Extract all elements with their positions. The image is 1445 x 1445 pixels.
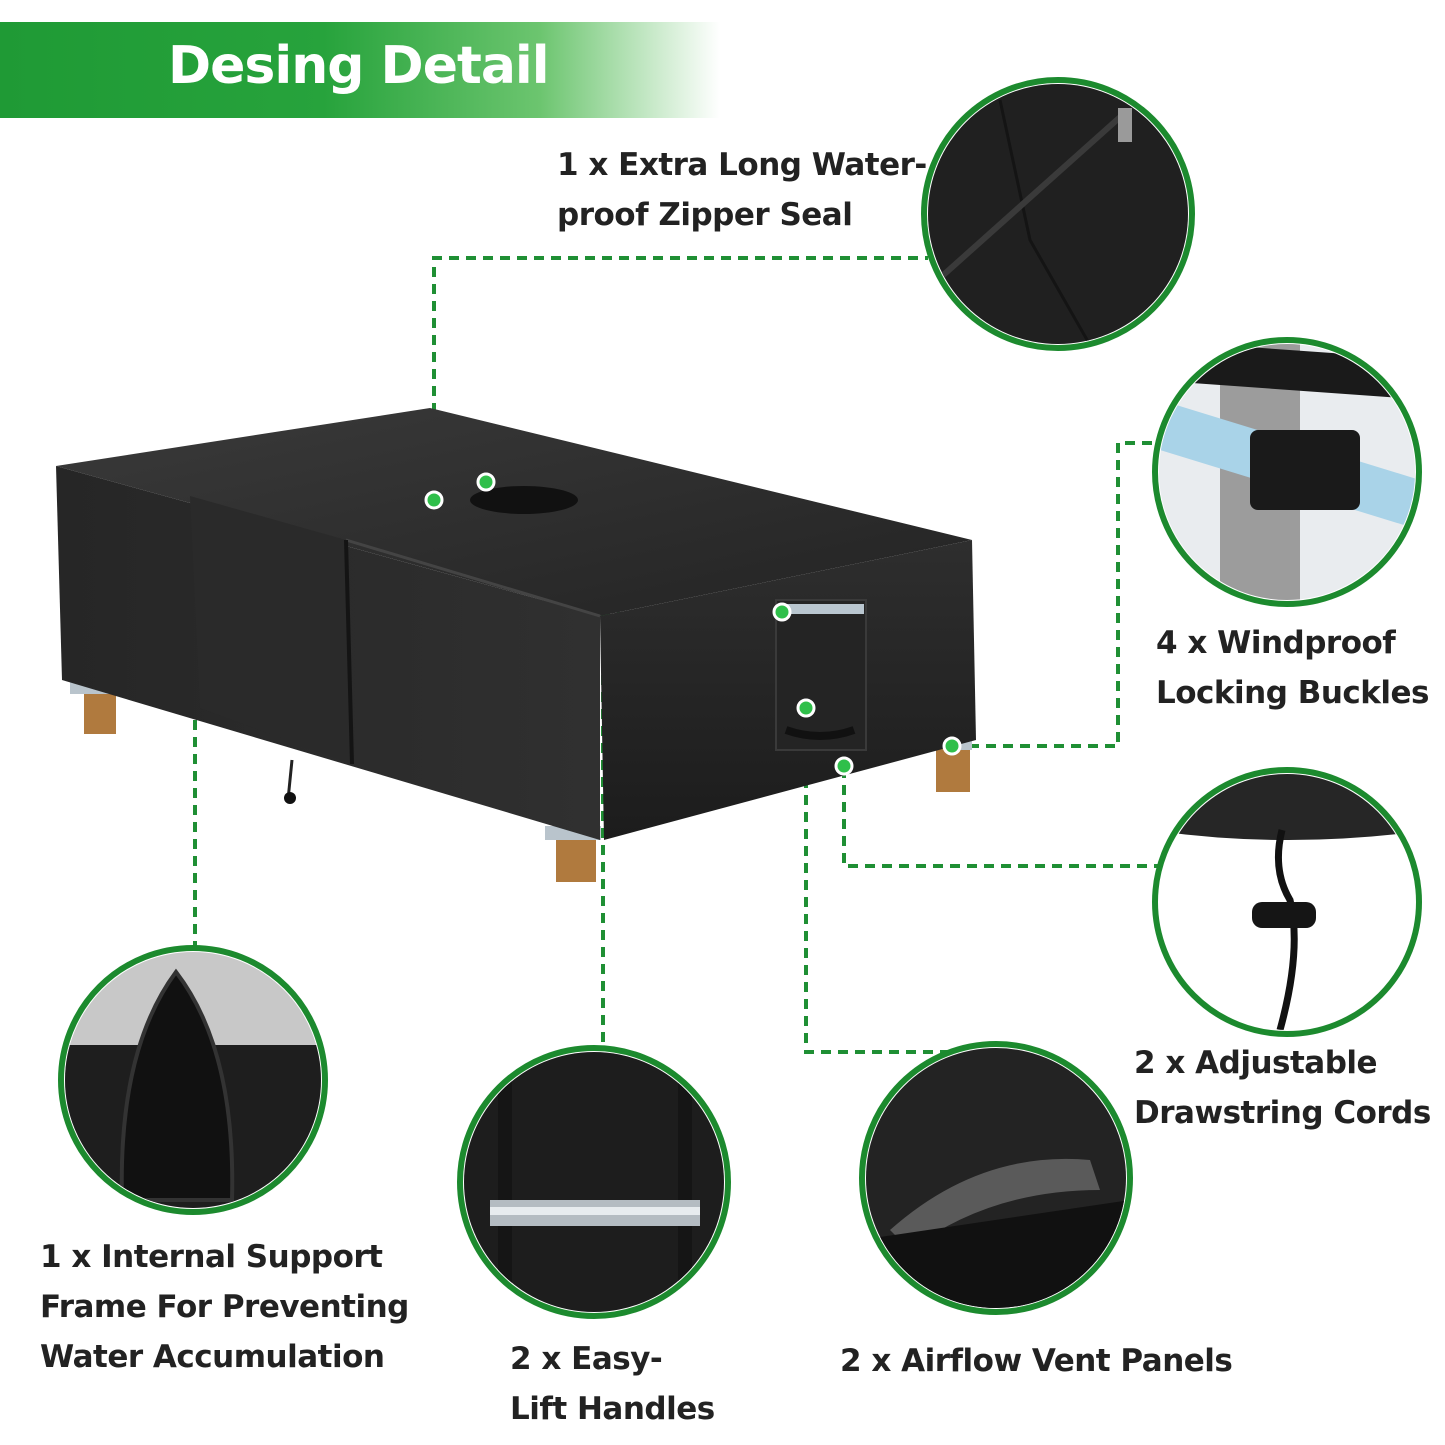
vent-connector bbox=[804, 710, 958, 1054]
header-banner bbox=[0, 22, 720, 118]
vent-icon bbox=[890, 1158, 1100, 1250]
support-detail-circle bbox=[58, 945, 328, 1215]
support-label: 1 x Internal Support Frame For Preventin… bbox=[40, 1239, 409, 1375]
drawstring-label: 2 x Adjustable Drawstring Cords bbox=[1134, 1045, 1431, 1131]
buckle-icon bbox=[1250, 430, 1360, 510]
zipper-label: 1 x Extra Long Water- proof Zipper Seal bbox=[557, 147, 927, 233]
buckles-label: 4 x Windproof Locking Buckles bbox=[1156, 625, 1430, 711]
support-frame-icon bbox=[119, 968, 235, 1202]
vents-label: 2 x Airflow Vent Panels bbox=[840, 1343, 1233, 1379]
umbrella-hole bbox=[470, 486, 578, 514]
drawstring-connector bbox=[842, 768, 1160, 868]
buckle-connector bbox=[952, 441, 1165, 748]
handles-label: 2 x Easy- Lift Handles bbox=[510, 1341, 715, 1427]
table-cover bbox=[56, 408, 976, 840]
zipper-detail-circle bbox=[921, 77, 1195, 351]
buckle-detail-circle bbox=[1152, 337, 1422, 607]
callout-dots bbox=[424, 472, 962, 776]
page-title: Desing Detail bbox=[168, 36, 550, 96]
handle-strip bbox=[775, 599, 867, 751]
zipper-connector bbox=[432, 256, 928, 498]
zipper-icon bbox=[938, 107, 1130, 281]
vent-detail-circle bbox=[859, 1041, 1133, 1315]
drawstring-detail-circle bbox=[1152, 767, 1422, 1037]
handle-detail-circle bbox=[457, 1045, 731, 1319]
